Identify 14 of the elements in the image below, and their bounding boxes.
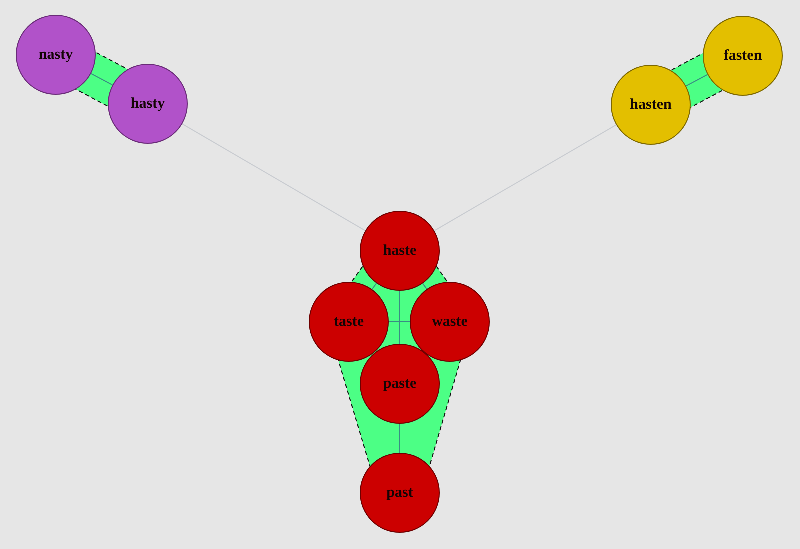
word-label: haste — [383, 242, 417, 260]
word-label: waste — [432, 312, 468, 332]
connector-line — [434, 124, 617, 232]
connector-line — [372, 283, 378, 290]
word-label: taste — [334, 312, 364, 332]
connector-line — [90, 73, 114, 86]
word-label: paste — [383, 374, 417, 394]
word-label: nasty — [38, 46, 74, 64]
word-label: fasten — [724, 46, 762, 66]
word-label: hasten — [630, 96, 672, 114]
connector-line — [686, 74, 708, 87]
word-label: past — [386, 484, 414, 502]
connector-line — [182, 124, 366, 232]
word-label: hasty — [130, 94, 166, 114]
